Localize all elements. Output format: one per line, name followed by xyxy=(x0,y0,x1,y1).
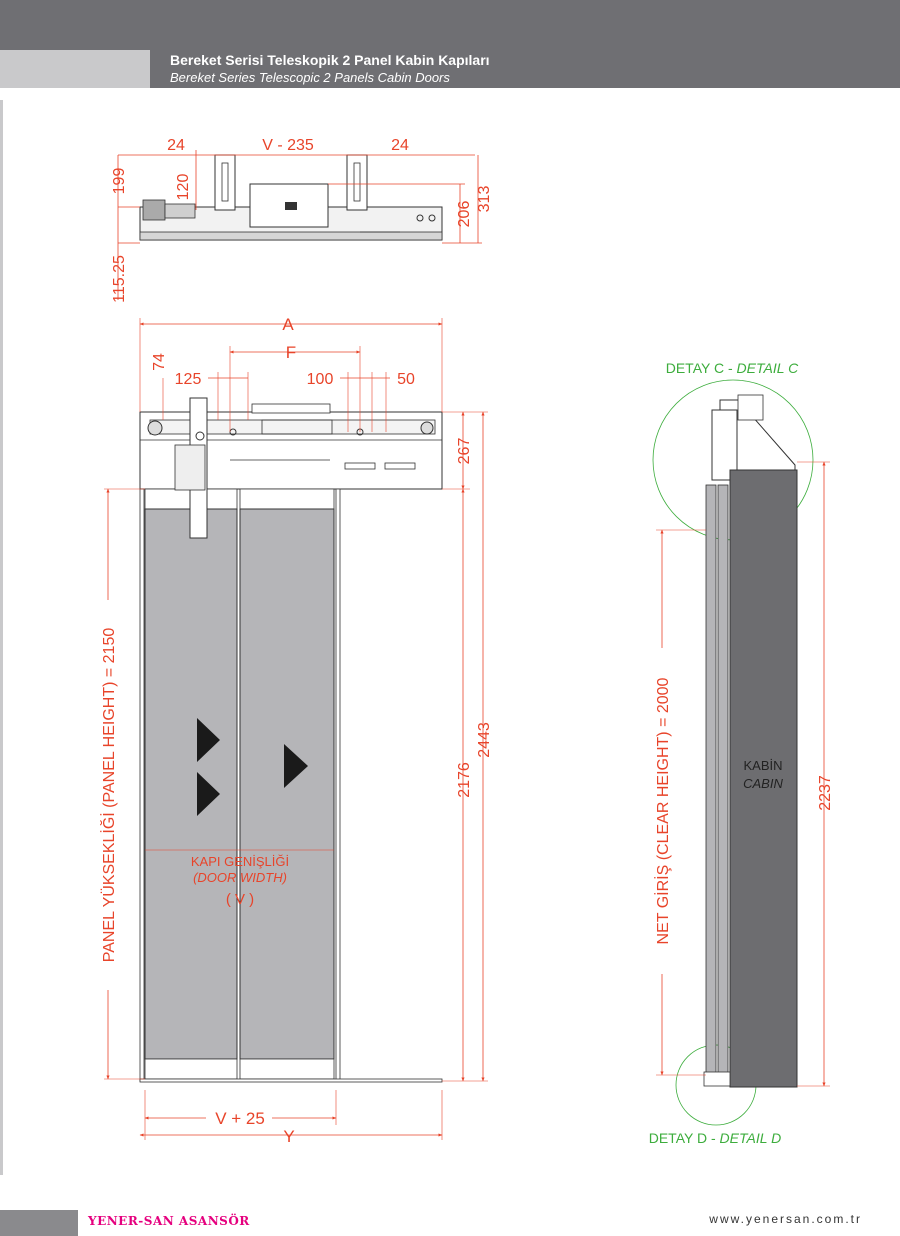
arrow-icon xyxy=(284,744,308,788)
door-frame-right xyxy=(335,488,341,1082)
dim-2443: 2443 xyxy=(476,722,493,758)
panel-height-label: PANEL YÜKSEKLİĞİ (PANEL HEIGHT) = 2150 xyxy=(99,628,118,963)
top-motor-label xyxy=(285,202,297,210)
left-rule xyxy=(0,100,3,1175)
footer-brand: YENER-SAN ASANSÖR xyxy=(88,1214,250,1228)
dim-206: 206 xyxy=(456,201,473,228)
door-width-v: ( V ) xyxy=(226,891,254,908)
front-view: A F 74 125 100 50 267 2176 2443 PANEL YÜ… xyxy=(96,315,493,1146)
arrow-icon xyxy=(197,772,220,816)
cabin-label-tr: KABİN xyxy=(743,758,782,773)
dim-100: 100 xyxy=(307,371,334,388)
top-view: 24 V - 235 24 199 120 206 313 115.25 xyxy=(111,137,493,303)
cabin-label-en: CABIN xyxy=(743,776,783,791)
dim-120: 120 xyxy=(175,174,192,201)
dim-115-25: 115.25 xyxy=(111,255,128,303)
drive-pulley xyxy=(147,420,163,436)
dim-199: 199 xyxy=(111,168,128,195)
door-width-label-en: (DOOR WIDTH) xyxy=(193,870,287,885)
footer-website: www.yenersan.com.tr xyxy=(709,1212,862,1226)
side-panel-1 xyxy=(705,484,717,1076)
dim-v-plus-25: V + 25 xyxy=(215,1109,265,1128)
dim-2237: 2237 xyxy=(817,775,834,811)
dim-f: F xyxy=(286,343,296,362)
dim-50: 50 xyxy=(397,371,415,388)
detail-c-label: DETAY C - DETAIL C xyxy=(666,360,799,376)
dim-74: 74 xyxy=(151,353,168,371)
top-rail-track xyxy=(139,231,443,241)
side-panel-2 xyxy=(717,484,729,1076)
side-view: DETAY C - DETAIL C DETAY D - DETAIL D NE… xyxy=(649,360,834,1146)
dim-267: 267 xyxy=(456,438,473,465)
door-frame-left xyxy=(139,488,145,1082)
dim-313: 313 xyxy=(476,186,493,213)
cabin-wall xyxy=(729,469,798,1088)
header-bar xyxy=(0,0,900,88)
top-drive-unit xyxy=(142,199,166,221)
header-tab xyxy=(0,50,150,88)
detail-d-label: DETAY D - DETAIL D xyxy=(649,1130,782,1146)
return-pulley xyxy=(420,421,434,435)
dim-24-left: 24 xyxy=(167,137,185,154)
dim-125: 125 xyxy=(175,371,202,388)
page-title: Bereket Serisi Teleskopik 2 Panel Kabin … xyxy=(170,52,490,68)
arrow-icon xyxy=(197,718,220,762)
dim-24-right: 24 xyxy=(391,137,409,154)
footer-bar xyxy=(0,1210,78,1236)
dim-v-235: V - 235 xyxy=(262,137,314,154)
door-width-label-tr: KAPI GENİŞLİĞİ xyxy=(191,854,289,869)
dim-y: Y xyxy=(283,1127,294,1146)
door-panel-1 xyxy=(144,508,238,1060)
dim-a: A xyxy=(282,315,294,334)
clear-height-label: NET GİRİŞ (CLEAR HEIGHT) = 2000 xyxy=(653,677,672,944)
dim-2176: 2176 xyxy=(456,762,473,798)
page-subtitle: Bereket Series Telescopic 2 Panels Cabin… xyxy=(170,70,450,85)
door-sill xyxy=(139,1078,443,1083)
panel-hanger-2 xyxy=(239,488,335,510)
side-sill xyxy=(703,1071,731,1087)
